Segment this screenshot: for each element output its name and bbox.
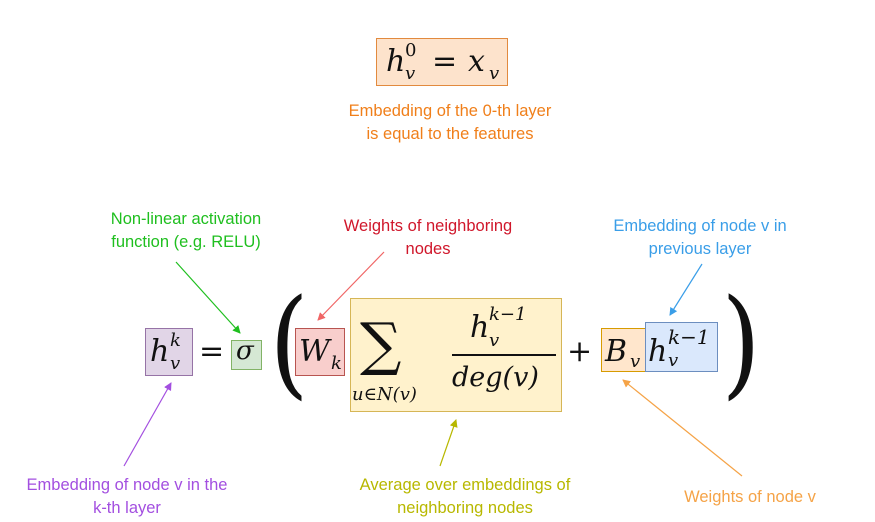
wk-box xyxy=(295,328,345,376)
frac-num-sup: k−1 xyxy=(489,304,527,325)
hprev-sub: v xyxy=(668,350,679,371)
hk-sub: v xyxy=(170,353,181,374)
arrow-activation xyxy=(175,261,241,334)
right-paren: ) xyxy=(721,273,761,411)
hprev-h: h xyxy=(648,334,668,369)
sum-symbol: ∑ xyxy=(360,310,402,378)
hprev-sup: k−1 xyxy=(668,325,710,349)
sigma: σ xyxy=(236,336,254,366)
top-x: x xyxy=(468,44,485,79)
top-h-sup: 0 xyxy=(405,40,417,61)
arrow-average xyxy=(439,419,458,467)
hk-box xyxy=(145,328,193,376)
frac-denominator: deg(v) xyxy=(452,362,539,393)
label-kth-embedding: Embedding of node v in the k-th layer xyxy=(26,476,228,517)
wk-sub: k xyxy=(331,353,342,374)
label-average: Average over embeddings of neighboring n… xyxy=(359,476,571,517)
top-x-sub: v xyxy=(489,63,500,84)
main-eq: = xyxy=(199,334,225,369)
left-paren: ( xyxy=(269,273,309,411)
arrow-prev-embedding xyxy=(669,263,703,316)
label-weights-neighbors: Weights of neighboring nodes xyxy=(343,217,513,258)
plus-sign: + xyxy=(567,334,593,369)
bv-b: B xyxy=(605,334,628,369)
top-eq: = xyxy=(432,44,458,79)
hk-sup: k xyxy=(170,330,181,351)
bv-sub: v xyxy=(630,351,641,372)
label-activation: Non-linear activation function (e.g. REL… xyxy=(110,210,262,251)
top-equation-box xyxy=(376,38,508,86)
frac-num-h: h xyxy=(470,310,490,345)
label-weights-node: Weights of node v xyxy=(684,488,816,506)
top-h: h xyxy=(386,44,406,79)
hprev-box xyxy=(645,322,718,372)
top-h-sub: v xyxy=(405,63,416,84)
frac-num-sub: v xyxy=(489,330,500,351)
bv-box xyxy=(601,328,646,372)
arrow-weights-neighbors xyxy=(317,251,385,321)
arrow-weights-node xyxy=(622,379,743,477)
fraction-bar xyxy=(452,354,556,356)
top-caption: Embedding of the 0-th layer is equal to … xyxy=(348,102,552,143)
sigma-box xyxy=(231,340,262,370)
hk-h: h xyxy=(150,334,170,369)
sum-subscript: u∈N(v) xyxy=(352,384,417,405)
label-prev-embedding: Embedding of node v in previous layer xyxy=(613,217,787,258)
arrow-kth-embedding xyxy=(123,382,172,467)
wk-w: W xyxy=(299,334,330,369)
